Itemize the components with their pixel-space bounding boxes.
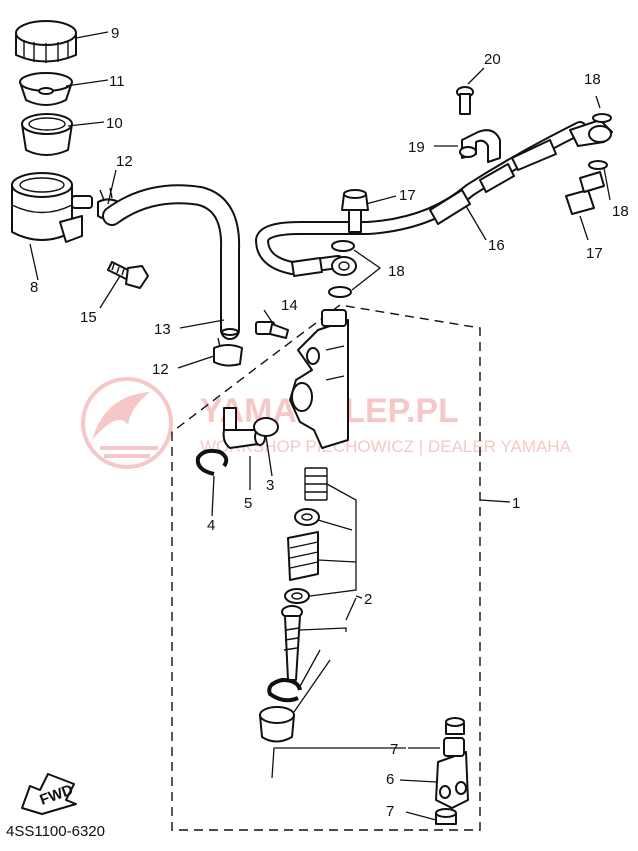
assembly-boundary	[171, 304, 481, 831]
callout-5: 5	[244, 495, 252, 512]
callout-9: 9	[111, 25, 119, 42]
callout-20: 20	[484, 51, 501, 68]
push-rod	[281, 605, 303, 681]
callout-13: 13	[154, 321, 171, 338]
callouts: 9 11 10 12 8 15 13 12 14 3 5 4 2 1 7 6 7…	[30, 25, 629, 820]
piston-spring	[304, 467, 328, 501]
callout-10: 10	[106, 115, 123, 132]
callout-7-top: 7	[390, 741, 398, 758]
callout-17-center: 17	[399, 187, 416, 204]
hose-clamp-lower	[213, 337, 243, 367]
reservoir-cap	[15, 20, 77, 63]
callout-2: 2	[364, 591, 372, 608]
copper-washer-4	[588, 160, 608, 170]
primary-cup	[294, 508, 320, 526]
piston	[287, 531, 319, 581]
banjo-fitting-upper	[588, 125, 612, 143]
copper-washer-1	[331, 240, 355, 252]
master-cylinder-body	[289, 309, 349, 449]
callout-12-top: 12	[116, 153, 133, 170]
callout-4: 4	[207, 517, 215, 534]
piston-circlip	[267, 677, 302, 703]
diaphragm-plate	[19, 72, 73, 106]
diagram-code: 4SS1100-6320	[6, 823, 105, 840]
callout-15: 15	[80, 309, 97, 326]
callout-11: 11	[109, 73, 125, 90]
brake-hose	[254, 119, 613, 277]
holder-screw	[456, 86, 474, 115]
boot	[259, 706, 295, 743]
reservoir-bolt	[107, 261, 149, 289]
callout-3: 3	[266, 477, 274, 494]
nut-lower	[435, 808, 457, 825]
leader-lines	[29, 31, 611, 821]
banjo-fitting-lower	[331, 256, 357, 276]
callout-17-right: 17	[586, 245, 603, 262]
bleed-screw	[255, 321, 289, 339]
callout-12-bottom: 12	[152, 361, 169, 378]
union-bolt-center	[341, 189, 369, 233]
callout-19: 19	[408, 139, 425, 156]
callout-6: 6	[386, 771, 394, 788]
callout-18-top: 18	[584, 71, 601, 88]
fwd-arrow: FWD	[21, 773, 77, 815]
secondary-cup	[284, 588, 310, 604]
union-bolt-right	[565, 171, 605, 215]
copper-washer-3	[592, 113, 612, 123]
hose-holder	[459, 129, 501, 163]
reservoir-tank	[11, 172, 93, 243]
copper-washer-2	[328, 286, 352, 298]
nut-upper	[445, 717, 465, 735]
watermark-logo	[81, 377, 173, 469]
diaphragm	[21, 113, 73, 156]
callout-7-bottom: 7	[386, 803, 394, 820]
callout-8: 8	[30, 279, 38, 296]
callout-14: 14	[281, 297, 298, 314]
callout-18-center: 18	[388, 263, 405, 280]
circlip	[195, 448, 229, 476]
callout-18-right: 18	[612, 203, 629, 220]
reservoir-hose	[102, 184, 241, 340]
callout-1: 1	[512, 495, 520, 512]
clevis	[435, 737, 469, 809]
callout-16: 16	[488, 237, 505, 254]
o-ring	[253, 417, 279, 437]
watermark-subtitle: WORKSHOP PIECHOWICZ | DEALER YAMAHA	[200, 437, 572, 456]
